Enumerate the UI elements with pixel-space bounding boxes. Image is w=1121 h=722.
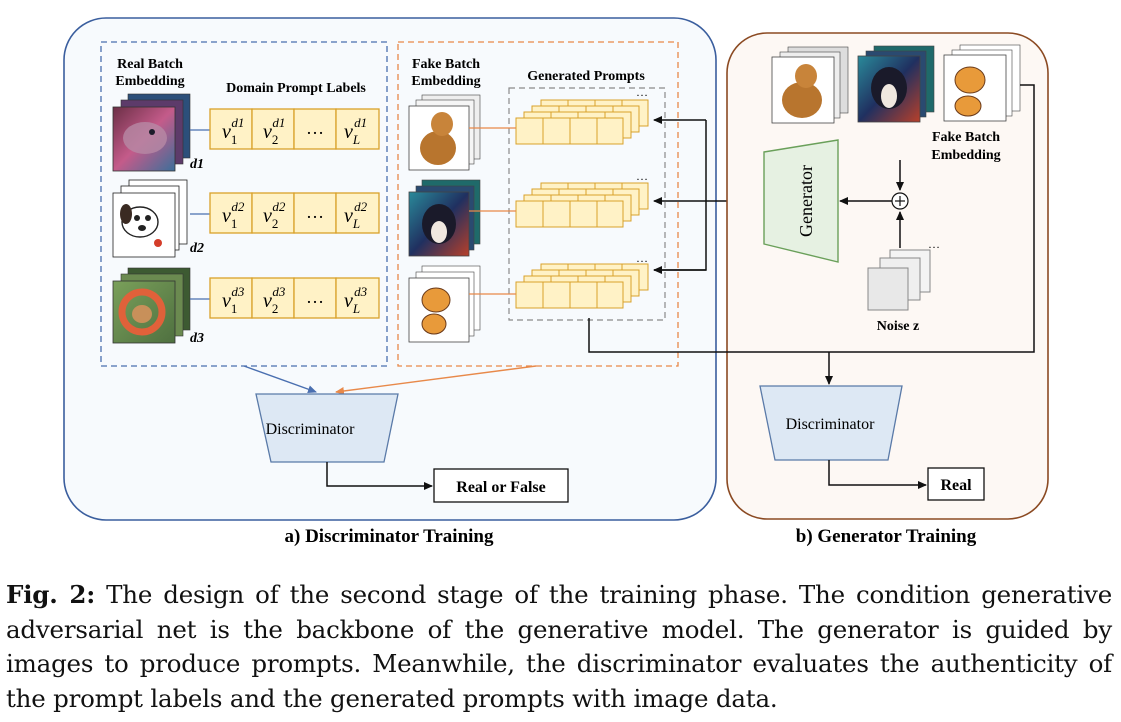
discriminator-a-output-arrow <box>326 462 433 490</box>
domain-label-row-d1: v1d1 v2d1 … vLd1 <box>190 108 380 150</box>
fake-image-stack-1 <box>408 94 481 171</box>
svg-text:…: … <box>928 237 940 251</box>
figure-diagram: Real Batch Embedding Domain Prompt Label… <box>63 17 1049 547</box>
noise-square <box>867 267 909 311</box>
panel-b-title: b) Generator Training <box>796 526 977 547</box>
output-a-label: Real or False <box>456 479 545 496</box>
domain-label-row-d3: v1d3 v2d3 … vLd3 <box>190 277 380 319</box>
discriminator-b-output-arrow <box>828 460 927 489</box>
prompt-stack-2: … <box>515 169 649 228</box>
generated-prompts-title: Generated Prompts <box>527 69 645 84</box>
domain-label-d2: d2 <box>190 241 204 256</box>
discriminator-a <box>255 393 399 463</box>
panel-a-title: a) Discriminator Training <box>285 526 495 547</box>
prompt-stack-1: … <box>515 85 649 145</box>
fake-batch-label-2: Embedding <box>411 74 480 89</box>
figure-caption: Fig. 2: The design of the second stage o… <box>6 578 1112 716</box>
real-batch-label-1: Real Batch <box>117 57 183 72</box>
caption-text: The design of the second stage of the tr… <box>6 580 1112 713</box>
output-a-box <box>433 468 569 503</box>
svg-text:…: … <box>636 85 648 99</box>
real-image-stack-d3 <box>112 267 191 344</box>
panel-a: Real Batch Embedding Domain Prompt Label… <box>63 17 762 547</box>
domain-label-d1: d1 <box>190 157 204 172</box>
noise-label: Noise z <box>877 319 919 334</box>
domain-label-d3: d3 <box>190 331 204 346</box>
fake-image-stack-2 <box>408 179 481 257</box>
svg-text:…: … <box>636 251 648 265</box>
svg-text:…: … <box>306 287 324 307</box>
feedback-line <box>588 84 1035 353</box>
fake-to-discriminator-arrow <box>335 365 537 395</box>
svg-text:…: … <box>306 202 324 222</box>
discriminator-a-label: Discriminator <box>266 421 356 438</box>
generator-block <box>763 139 839 263</box>
output-b-box <box>927 467 985 501</box>
fake-batch-label-b-2: Embedding <box>931 148 1000 163</box>
real-batch-label-2: Embedding <box>115 74 184 89</box>
output-b-label: Real <box>940 477 972 494</box>
discriminator-b <box>759 385 903 461</box>
fake-batch-label-b-1: Fake Batch <box>932 130 1000 145</box>
domain-label-row-d2: v1d2 v2d2 … vLd2 <box>190 192 380 234</box>
fake-image-stack-3 <box>408 265 481 343</box>
panel-b: Fake Batch Embedding Generator … Noise z… <box>588 32 1049 547</box>
fake-batch-box <box>397 41 679 367</box>
real-image-stack-d2 <box>112 179 188 258</box>
fake-batch-images-b <box>771 44 1021 124</box>
domain-prompt-labels-title: Domain Prompt Labels <box>226 81 366 96</box>
caption-label: Fig. 2: <box>6 580 96 609</box>
real-to-discriminator-arrow <box>243 365 317 394</box>
svg-text:…: … <box>306 118 324 138</box>
generated-prompts-box <box>508 87 666 321</box>
real-image-stack-d1 <box>112 93 191 172</box>
generator-label: Generator <box>796 165 816 237</box>
discriminator-b-label: Discriminator <box>786 416 876 433</box>
fake-batch-label-1: Fake Batch <box>412 57 480 72</box>
prompt-stack-3: … <box>515 251 649 309</box>
svg-text:…: … <box>636 169 648 183</box>
noise-stack: … <box>867 237 940 311</box>
